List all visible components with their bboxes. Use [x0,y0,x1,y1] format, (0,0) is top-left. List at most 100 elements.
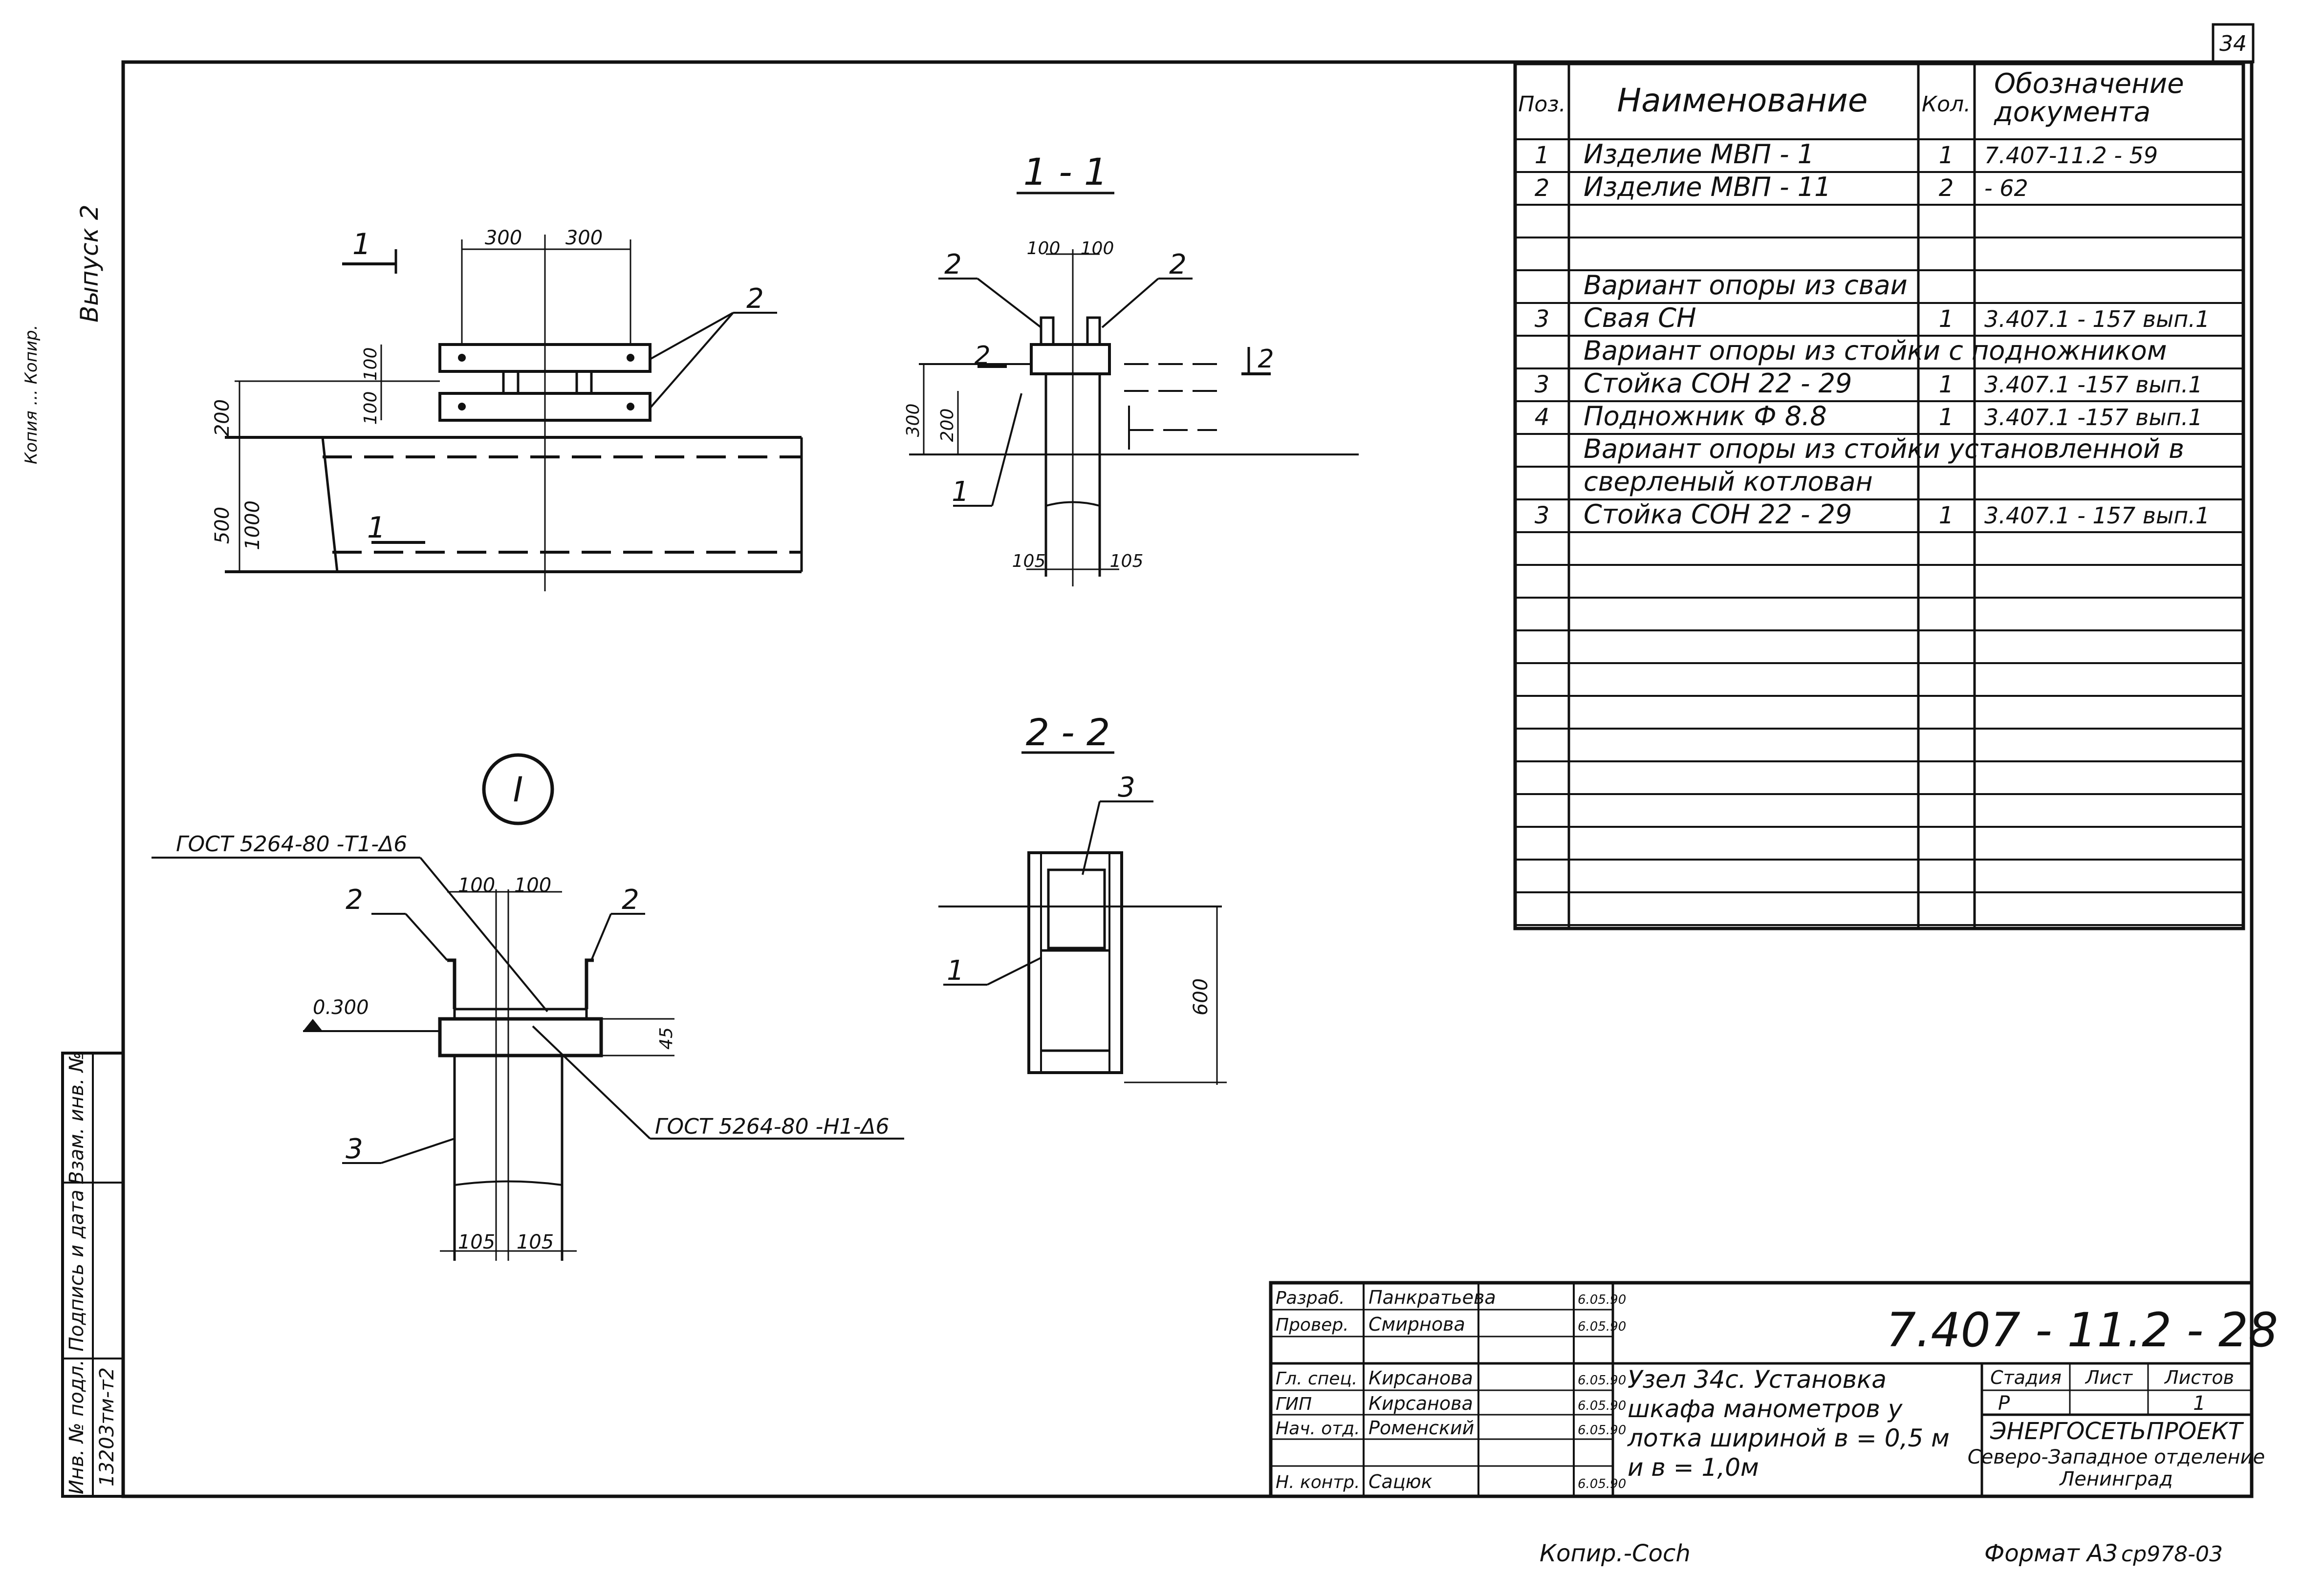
sig-name: Роменский [1368,1417,1474,1439]
podpis-data-label: Подпись и дата [65,1189,88,1351]
desc-line-4: и в = 1,0м [1628,1453,1759,1482]
format-label: Формат А3 [1984,1540,2118,1567]
stage-value: Р [1998,1392,2010,1415]
inner-frame [121,60,2254,1498]
spec-cell-qty: 1 [1939,502,1954,529]
copy-label: Копир.-Сосh [1540,1540,1691,1567]
spec-cell-doc: 7.407-11.2 - 59 [1984,142,2158,169]
spec-cell-name: Подножник Ф 8.8 [1584,401,1827,431]
sig-name: Сацюк [1368,1471,1433,1492]
dim-300-b: 300 [565,227,603,249]
dim-500: 500 [211,507,234,544]
sig-role: Разраб. [1276,1288,1345,1308]
spec-cell-name: Стойка СОН 22 - 29 [1584,499,1852,530]
archive-number: ср978-03 [2121,1542,2223,1567]
section-mark-top: 1 [352,227,371,261]
plan-view: 300 300 100 100 200 500 1000 1 1 2 [211,227,803,591]
dim-300-a: 300 [485,227,522,249]
stage-header: Стадия [1990,1367,2062,1388]
s11-dim-105-a: 105 [1012,551,1046,571]
spec-cell-qty: 1 [1939,371,1954,398]
sig-name: Панкратьева [1368,1287,1496,1308]
spec-cell-pos: 4 [1535,404,1550,431]
vzam-inv-label: Взам. инв. № [65,1052,88,1185]
spec-cell-doc: 3.407.1 - 157 вып.1 [1984,306,2210,332]
spec-table: Поз. Наименование Кол. Обозначение докум… [1513,62,2245,930]
sig-date: 6.05.90 [1578,1477,1626,1491]
spec-cell-pos: 3 [1535,305,1550,333]
spec-cell-name: Вариант опоры из сваи [1584,270,1908,301]
sheets-header: Листов [2164,1367,2234,1388]
plan-pos-2: 2 [746,283,764,315]
desc-line-3: лотка шириной в = 0,5 м [1627,1424,1950,1452]
det-dim-45: 45 [656,1027,676,1050]
s11-pos-2-right: 2 [1169,249,1187,280]
det-dim-105-b: 105 [517,1231,554,1253]
sig-role: Нач. отд. [1276,1419,1360,1439]
section-2-2: 2 - 2 600 3 1 [938,711,1227,1085]
dim-200: 200 [211,399,234,436]
s11-dim-100-b: 100 [1081,238,1114,259]
spec-cell-qty: 1 [1939,142,1954,169]
spec-cell-name: Вариант опоры из стойки установленной в [1584,433,2184,464]
spec-cell-name: Изделие МВП - 1 [1584,139,1814,170]
spec-cell-doc: 3.407.1 - 157 вып.1 [1984,502,2210,529]
inv-podl-value: 13203тм-т2 [96,1367,118,1487]
org-line-1: ЭНЕРГОСЕТЬПРОЕКТ [1990,1418,2244,1445]
header-pos: Поз. [1518,92,1565,117]
s11-dim-200: 200 [937,409,957,442]
det-dim-100-a: 100 [458,874,495,897]
section-1-1: 1 - 1 100 100 300 200 105 105 2 2 1 [903,150,1359,586]
s11-pos-1: 1 [952,476,969,508]
det-pos-3: 3 [346,1133,363,1165]
dim-1000: 1000 [241,500,264,550]
sig-date: 6.05.90 [1578,1373,1626,1388]
inv-podl-label: Инв. № подл. [65,1359,88,1494]
header-doc: Обозначение [1994,68,2184,100]
sig-name: Смирнова [1368,1314,1465,1335]
s11-cut-2-right: 2 [1258,345,1274,374]
spec-cell-name: Стойка СОН 22 - 29 [1584,368,1852,399]
s11-dim-105-b: 105 [1110,551,1144,571]
sig-role: Гл. спец. [1276,1369,1357,1389]
spec-cell-pos: 3 [1535,502,1550,529]
left-stamp: Взам. инв. № Подпись и дата Инв. № подл.… [61,1052,125,1498]
spec-cell-qty: 1 [1939,305,1954,333]
sig-date: 6.05.90 [1578,1319,1626,1334]
spec-cell-pos: 1 [1535,142,1550,169]
detail-I: I ГОСТ 5264-80 -Т1-Δ6 ГОСТ 5264-80 -Н1-Δ… [152,753,904,1261]
spec-cell-pos: 3 [1535,371,1550,398]
det-pos-2-left: 2 [346,884,363,916]
section-1-1-title: 1 - 1 [1023,150,1108,194]
det-level: 0.300 [313,996,369,1019]
spec-cell-qty: 2 [1939,174,1954,202]
org-line-3: Ленинград [2059,1468,2173,1490]
sig-role: Н. контр. [1276,1472,1360,1492]
section-2-2-title: 2 - 2 [1026,711,1110,754]
sig-role: ГИП [1276,1394,1312,1414]
spec-cell-name: Свая СН [1584,302,1696,333]
header-qty: Кол. [1922,92,1971,117]
org-line-2: Северо-Западное отделение [1968,1446,2265,1468]
spec-cell-doc: - 62 [1984,175,2028,201]
spec-cell-doc: 3.407.1 -157 вып.1 [1984,371,2203,398]
section-mark-bottom: 1 [367,511,386,545]
s11-dim-100-a: 100 [1027,238,1061,259]
sig-date: 6.05.90 [1578,1399,1626,1413]
detail-marker: I [513,770,523,810]
s11-dim-300: 300 [903,404,923,437]
sig-date: 6.05.90 [1578,1293,1626,1307]
det-dim-105-a: 105 [458,1231,495,1253]
designation: 7.407 - 11.2 - 28 [1886,1303,2278,1358]
sig-name: Кирсанова [1368,1393,1473,1414]
spec-cell-qty: 1 [1939,404,1954,431]
spec-cell-doc: 3.407.1 -157 вып.1 [1984,404,2203,431]
s22-dim-600: 600 [1190,978,1212,1015]
sheets-value: 1 [2193,1392,2205,1415]
header-name: Наименование [1617,82,1868,119]
weld-note-top: ГОСТ 5264-80 -Т1-Δ6 [176,832,407,857]
det-dim-100-b: 100 [514,874,551,897]
s22-pos-3: 3 [1118,772,1135,803]
sig-name: Кирсанова [1368,1367,1473,1389]
